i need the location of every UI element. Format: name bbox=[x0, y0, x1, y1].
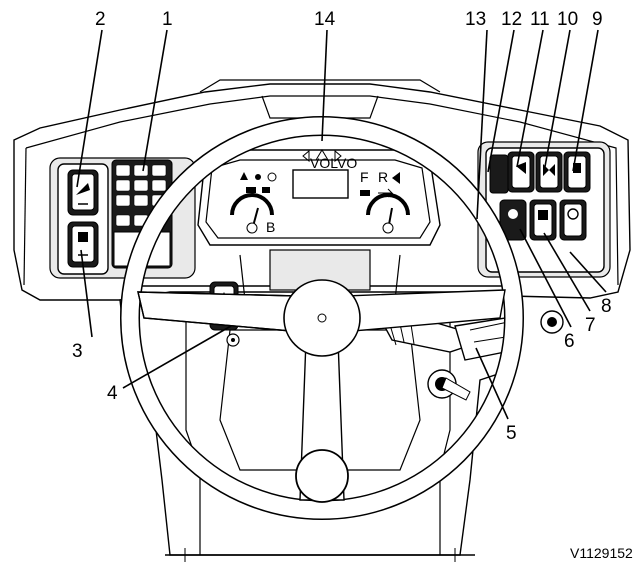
callout-12: 12 bbox=[501, 9, 522, 30]
svg-text:B: B bbox=[266, 219, 275, 235]
rocker-switch-3[interactable] bbox=[67, 221, 99, 268]
spinner-knob[interactable] bbox=[295, 449, 349, 503]
turn-indicator-row bbox=[302, 149, 342, 163]
gauge-right bbox=[366, 193, 410, 234]
ignition-key[interactable] bbox=[427, 369, 471, 401]
lcd-display bbox=[292, 169, 349, 199]
callout-11: 11 bbox=[530, 9, 550, 30]
rocker-switch-7[interactable] bbox=[529, 199, 557, 241]
right-knob[interactable] bbox=[540, 310, 564, 334]
rocker-switch-6[interactable] bbox=[499, 199, 527, 241]
callout-4: 4 bbox=[107, 383, 118, 404]
callout-14: 14 bbox=[314, 9, 336, 30]
rocker-switch-11[interactable] bbox=[507, 151, 535, 193]
callout-labels: 1 2 3 4 5 6 7 8 9 10 11 12 13 14 bbox=[72, 9, 612, 444]
turn-arrow-icon bbox=[392, 172, 400, 184]
callout-13: 13 bbox=[465, 9, 486, 30]
leader-lines bbox=[76, 29, 607, 420]
forward-indicator: F bbox=[360, 169, 369, 185]
steering-wheel[interactable] bbox=[120, 116, 524, 520]
brand-label: VOLVO bbox=[310, 155, 357, 171]
rocker-switch-2[interactable] bbox=[67, 169, 99, 216]
callout-8: 8 bbox=[601, 296, 612, 317]
instrument-cluster: VOLVO F R B bbox=[197, 149, 441, 246]
figure-code: V1129152 bbox=[570, 545, 633, 561]
callout-7: 7 bbox=[585, 315, 596, 336]
callout-2: 2 bbox=[95, 9, 106, 30]
rocker-switch-9[interactable] bbox=[563, 151, 591, 193]
rocker-switch-8[interactable] bbox=[559, 199, 587, 241]
callout-9: 9 bbox=[592, 9, 603, 30]
gauge-left: B bbox=[230, 193, 275, 235]
callout-6: 6 bbox=[564, 331, 575, 352]
reverse-indicator: R bbox=[378, 169, 388, 185]
warning-lamps-left bbox=[240, 172, 277, 193]
callout-5: 5 bbox=[506, 423, 517, 444]
callout-3: 3 bbox=[72, 341, 83, 362]
callout-10: 10 bbox=[557, 9, 578, 30]
callout-1: 1 bbox=[162, 9, 173, 30]
rocker-switch-12[interactable] bbox=[489, 154, 509, 194]
rocker-switch-10[interactable] bbox=[535, 151, 563, 193]
